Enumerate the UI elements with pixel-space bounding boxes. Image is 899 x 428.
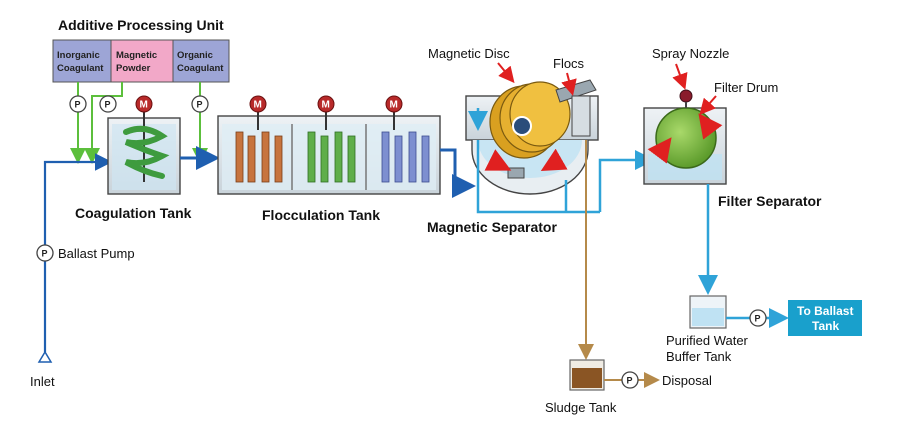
svg-text:M: M [390, 100, 398, 111]
disposal-label: Disposal [662, 373, 712, 388]
svg-text:Coagulant: Coagulant [177, 63, 224, 74]
filter-separator-label: Filter Separator [718, 193, 822, 209]
coagulation-tank [107, 117, 181, 195]
treated-water-pipe [476, 140, 655, 214]
svg-text:P: P [105, 100, 111, 110]
magnetic-disc-label: Magnetic Disc [428, 46, 510, 61]
magnetic-separator-label: Magnetic Separator [427, 219, 557, 235]
svg-text:Coagulant: Coagulant [57, 63, 104, 74]
spray-nozzle-label: Spray Nozzle [652, 46, 729, 61]
sludge-tank [569, 359, 605, 391]
inlet-label: Inlet [30, 374, 55, 389]
svg-text:Tank: Tank [812, 319, 839, 333]
svg-text:P: P [75, 100, 81, 110]
svg-text:Inorganic: Inorganic [57, 50, 100, 61]
svg-text:M: M [254, 100, 262, 111]
flocculation-tank [217, 112, 441, 195]
additive-magnetic-powder-box: Magnetic Powder [110, 39, 174, 83]
purified-water-buffer-tank [689, 295, 727, 329]
magnetic-disc-pointer [497, 62, 515, 84]
filter-drum-pointer [699, 95, 717, 116]
motor-icon: M [317, 95, 335, 113]
flocculation-tank-label: Flocculation Tank [262, 207, 380, 223]
spray-nozzle-icon [679, 89, 693, 108]
additive-organic-coagulant-box: Organic Coagulant [172, 39, 230, 83]
purified-water-label-line1: Purified Water [666, 333, 749, 348]
pump-icon: P [191, 95, 209, 113]
inlet-icon [37, 350, 53, 363]
svg-text:P: P [197, 100, 203, 110]
motor-icon: M [249, 95, 267, 113]
pump-icon: P [99, 95, 117, 113]
floc-to-magsep-pipe [440, 148, 476, 198]
svg-text:M: M [140, 100, 148, 111]
motor-icon: M [135, 95, 153, 118]
svg-text:P: P [627, 376, 633, 386]
filter-separator [643, 107, 727, 185]
motor-icon: M [385, 95, 403, 113]
to-ballast-tank-box: To Ballast Tank [788, 300, 862, 336]
svg-text:Organic: Organic [177, 50, 213, 61]
spray-nozzle-pointer [672, 63, 688, 90]
inlet-pipe [43, 153, 113, 352]
pump-icon: P [69, 95, 87, 113]
magnetic-separator [465, 79, 599, 195]
flocs-label: Flocs [553, 56, 585, 71]
svg-text:To Ballast: To Ballast [797, 304, 853, 318]
filter-drum-label: Filter Drum [714, 80, 778, 95]
sludge-tank-label: Sludge Tank [545, 400, 617, 415]
svg-text:P: P [755, 314, 761, 324]
ballast-pump-icon: P [36, 244, 54, 262]
pump-icon: P [749, 309, 767, 327]
ballast-pump-label: Ballast Pump [58, 246, 135, 261]
svg-text:Magnetic: Magnetic [116, 50, 157, 61]
pump-icon: P [621, 371, 639, 389]
additive-inorganic-coagulant-box: Inorganic Coagulant [52, 39, 112, 83]
svg-text:P: P [42, 249, 48, 259]
flocs-pointer [561, 72, 577, 96]
svg-text:Powder: Powder [116, 63, 151, 74]
svg-text:M: M [322, 100, 330, 111]
additive-unit-title: Additive Processing Unit [58, 17, 224, 33]
coagulation-tank-label: Coagulation Tank [75, 205, 192, 221]
purified-water-label-line2: Buffer Tank [666, 349, 732, 364]
